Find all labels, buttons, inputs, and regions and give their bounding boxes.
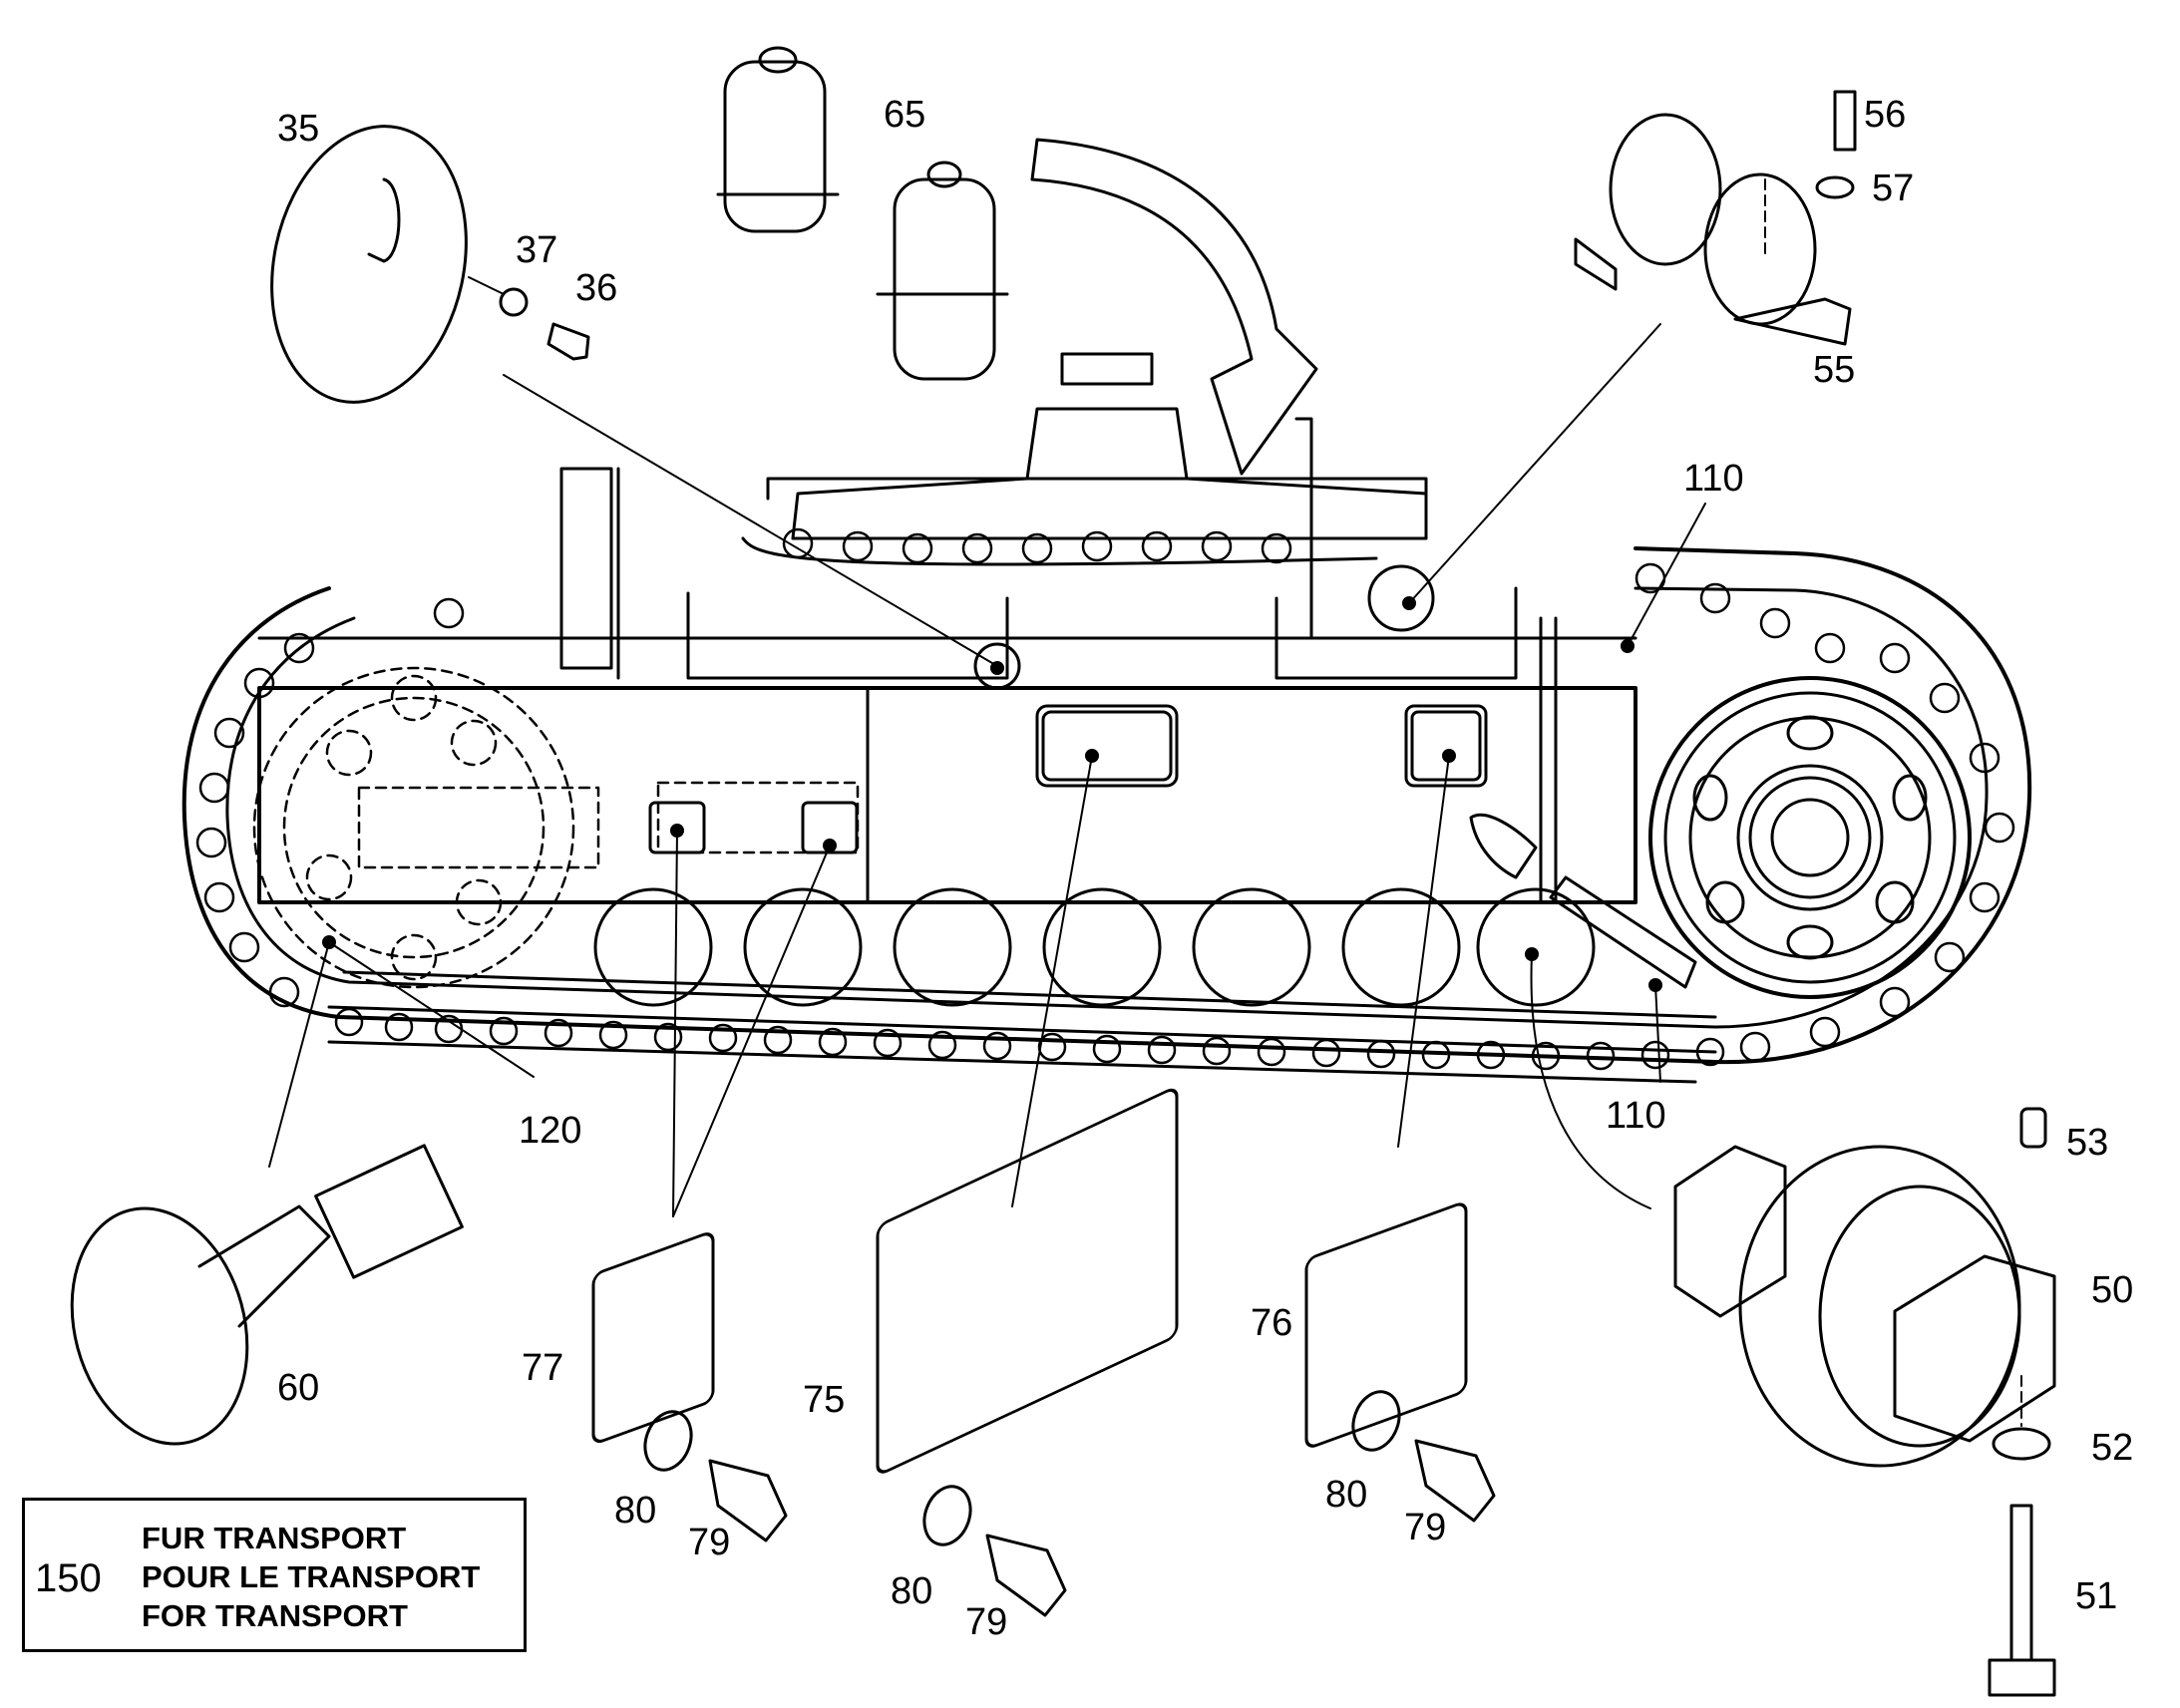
part-label-79-left: 79 [688, 1522, 731, 1563]
cover-disc-35 [270, 125, 468, 404]
plug-53 [2019, 1107, 2047, 1149]
bolt-36 [546, 322, 590, 361]
part-label-80-right: 80 [1325, 1474, 1368, 1516]
part-label-56: 56 [1864, 94, 1907, 136]
part-label-110-top: 110 [1683, 458, 1744, 500]
part-label-60: 60 [277, 1367, 320, 1409]
cover-plate-75 [876, 1088, 1179, 1474]
part-label-65: 65 [884, 94, 926, 136]
part-label-110-bottom: 110 [1606, 1095, 1666, 1137]
drive-sprocket [1648, 676, 1972, 999]
transport-note-number: 150 [35, 1556, 102, 1600]
bolt-51 [2009, 1504, 2033, 1662]
washer-57 [1815, 175, 1855, 199]
part-label-80-middle: 80 [891, 1570, 933, 1612]
part-label-37: 37 [516, 229, 558, 271]
cylinder-65 [716, 46, 1009, 381]
washer-52 [1992, 1427, 2051, 1461]
transport-note-box: 150 FUR TRANSPORT POUR LE TRANSPORT FOR … [22, 1498, 527, 1652]
part-label-80-left: 80 [614, 1490, 657, 1532]
part-label-50: 50 [2091, 1269, 2134, 1311]
part-label-51: 51 [2075, 1575, 2118, 1617]
bottom-roller [1192, 887, 1311, 1007]
bottom-roller [593, 887, 713, 1007]
part-label-77: 77 [522, 1347, 564, 1389]
bottom-roller [893, 887, 1012, 1007]
part-label-75: 75 [803, 1379, 846, 1421]
carrier-roller-55 [1574, 113, 1852, 346]
transport-note-line-en: FOR TRANSPORT [142, 1598, 408, 1633]
bolt-56 [1833, 90, 1857, 152]
track-frame [257, 686, 1637, 904]
cover-plate-76 [1304, 1202, 1468, 1448]
bottom-roller [1476, 887, 1596, 1007]
track-roller-50 [1673, 1145, 2056, 1468]
part-label-35: 35 [277, 108, 320, 150]
part-label-53: 53 [2066, 1122, 2109, 1164]
assembly-arrow [1030, 138, 1318, 476]
part-label-52: 52 [2091, 1427, 2134, 1469]
idler-60 [70, 1144, 464, 1446]
part-label-76: 76 [1251, 1302, 1293, 1344]
transport-note-line-de: FUR TRANSPORT [142, 1521, 407, 1555]
part-label-79-middle: 79 [965, 1601, 1008, 1643]
bottom-roller [1341, 887, 1461, 1007]
track-assembly [182, 352, 2032, 1084]
part-label-79-right: 79 [1404, 1507, 1447, 1548]
part-label-120: 120 [519, 1110, 582, 1152]
part-label-57: 57 [1872, 168, 1915, 209]
bottom-roller [743, 887, 863, 1007]
leader-lines [268, 178, 2022, 1427]
transport-note-line-fr: POUR LE TRANSPORT [142, 1559, 481, 1594]
part-label-36: 36 [575, 267, 618, 309]
cover-plate-77 [591, 1232, 715, 1444]
part-label-55: 55 [1813, 349, 1856, 391]
washer-37 [499, 287, 529, 317]
bottom-roller [1042, 887, 1162, 1007]
